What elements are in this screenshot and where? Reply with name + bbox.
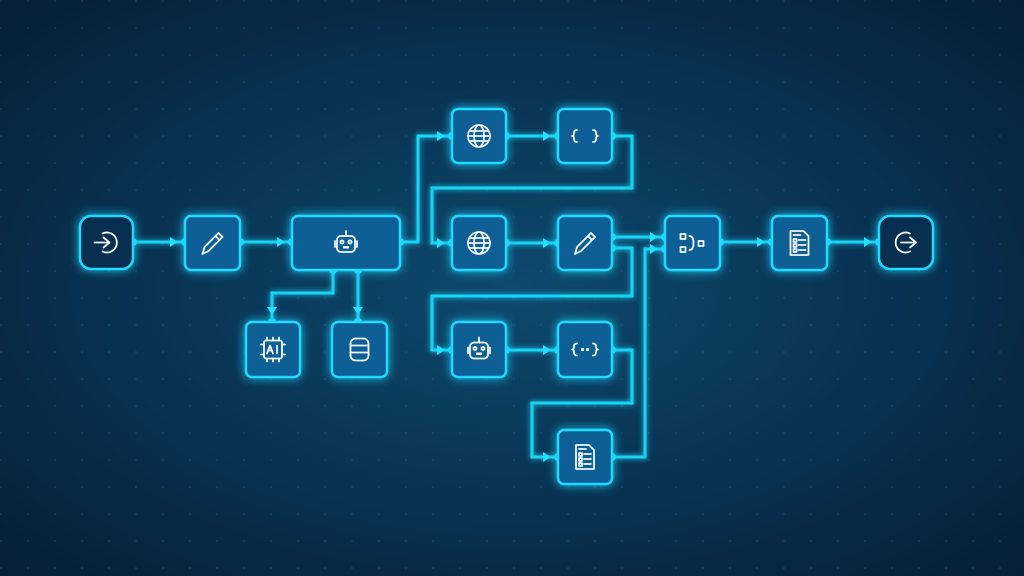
pencil-icon	[574, 232, 596, 255]
node-box	[244, 320, 302, 379]
node-box	[556, 320, 614, 379]
logout-icon	[894, 231, 917, 254]
node-report-2[interactable]	[556, 428, 614, 486]
node-edit[interactable]	[183, 214, 242, 272]
arrowhead-icon	[650, 232, 658, 242]
node-box	[450, 320, 508, 379]
arrowhead-icon	[543, 238, 551, 248]
node-agent-2[interactable]	[450, 320, 508, 379]
globe-icon	[467, 231, 491, 255]
arrowhead-icon	[650, 244, 658, 254]
node-web-1[interactable]	[450, 107, 508, 165]
merge-icon	[679, 233, 705, 253]
robot-icon	[334, 230, 358, 253]
arrowhead-icon	[437, 238, 445, 248]
arrowhead-icon	[267, 307, 277, 315]
arrowhead-icon	[170, 237, 178, 247]
checklist-document-icon	[575, 444, 595, 470]
braces-dots-icon	[571, 342, 599, 357]
braces-icon	[571, 129, 599, 143]
node-box	[663, 214, 722, 272]
node-code-1[interactable]	[556, 107, 614, 165]
node-box	[556, 214, 614, 272]
login-icon	[93, 231, 118, 254]
database-icon	[349, 337, 370, 362]
arrowhead-icon	[353, 307, 363, 315]
robot-icon	[467, 336, 491, 360]
arrowhead-icon	[437, 345, 445, 355]
node-agent[interactable]	[290, 214, 402, 272]
arrowhead-icon	[277, 237, 285, 247]
node-web-2[interactable]	[450, 214, 508, 272]
node-box	[770, 214, 829, 272]
node-box	[556, 428, 614, 486]
arrowhead-icon	[543, 452, 551, 462]
node-database[interactable]	[330, 320, 389, 379]
arrowhead-icon	[864, 237, 872, 247]
node-start[interactable]	[78, 214, 135, 271]
arrowhead-icon	[543, 131, 551, 141]
globe-icon	[467, 124, 491, 148]
node-merge[interactable]	[663, 214, 722, 272]
arrowhead-icon	[757, 237, 765, 247]
node-report[interactable]	[770, 214, 829, 272]
arrowhead-icon	[543, 345, 551, 355]
node-code-2[interactable]	[556, 320, 614, 379]
arrowhead-icon	[437, 131, 445, 141]
node-box	[330, 320, 389, 379]
checklist-document-icon	[789, 230, 810, 256]
node-box	[556, 107, 614, 165]
node-box	[183, 214, 242, 272]
node-edit-2[interactable]	[556, 214, 614, 272]
ai-chip-icon	[260, 336, 286, 363]
node-ai-chip[interactable]	[244, 320, 302, 379]
node-end[interactable]	[877, 214, 935, 271]
node-box	[290, 214, 402, 272]
pencil-icon	[201, 232, 224, 255]
